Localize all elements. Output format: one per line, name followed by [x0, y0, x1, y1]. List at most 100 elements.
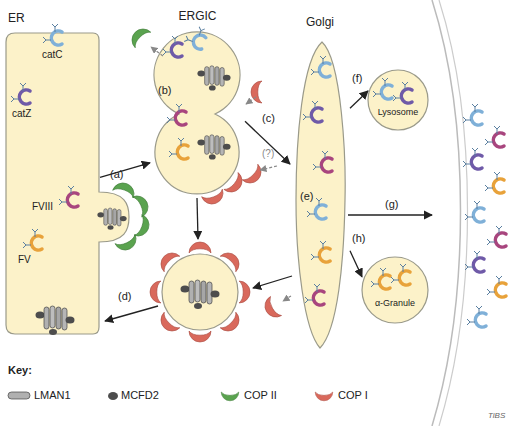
fviii-protein [59, 186, 78, 207]
fv-protein [487, 276, 506, 297]
copi-coat [224, 173, 247, 197]
catc-protein [467, 306, 486, 327]
uncoating-arrow [151, 47, 163, 56]
copi-coat [251, 81, 262, 103]
compartment-outline [362, 257, 428, 323]
legend-label: LMAN1 [34, 389, 71, 401]
retrograde-arrow [105, 306, 158, 321]
copi-icon [315, 392, 333, 401]
copi-coat [156, 248, 179, 271]
compartment: ERGIC [150, 30, 245, 196]
catz-protein [393, 82, 412, 103]
lman1-mcfd2-complex [181, 280, 220, 309]
step-letter: (c) [262, 112, 275, 124]
fviii-protein [485, 126, 504, 147]
copii-coat [132, 192, 151, 217]
fviii-protein [313, 151, 332, 172]
catc-protein [373, 78, 392, 99]
fv-protein [23, 229, 42, 250]
compartment-outline [5, 32, 100, 335]
catz-protein [163, 36, 182, 57]
compartment-label: Lysosome [368, 108, 428, 118]
fviii-protein [305, 284, 324, 305]
copii-coat [127, 24, 150, 47]
transport-arrow [350, 91, 368, 108]
plasma-membrane [439, 0, 468, 426]
compartment-label: ER [8, 12, 68, 25]
compartment-membrane [6, 33, 129, 334]
legend-label: MCFD2 [121, 389, 159, 401]
step-letter: (g) [385, 198, 398, 210]
copii-icon [221, 392, 239, 401]
legend-item: LMAN1 [34, 389, 71, 401]
compartment-outline [368, 70, 428, 130]
copi-coat [189, 242, 211, 253]
compartment-label: α-Granule [362, 299, 428, 309]
journal-watermark: TiBS [488, 412, 505, 421]
fv-protein [311, 241, 330, 262]
compartment: Golgi [290, 40, 350, 350]
legend-item: MCFD2 [121, 389, 159, 401]
compartment: Lysosome [368, 70, 428, 130]
coat-recruitment-arrow [246, 97, 256, 104]
legend-label: COP I [338, 389, 368, 401]
copi-coat [202, 189, 226, 207]
copi-coat [150, 281, 161, 303]
transport-arrow [350, 251, 362, 277]
legend-item: COP II [244, 389, 277, 401]
fv-protein [169, 138, 188, 159]
lman1-mcfd2-complex [197, 66, 230, 91]
plasma-membrane [432, 0, 461, 426]
step-letter: (f) [352, 72, 362, 84]
fv-protein [371, 268, 390, 289]
catc-protein [307, 198, 326, 219]
compartment-membrane [296, 42, 345, 348]
fviii-protein [487, 226, 506, 247]
copii-coat [113, 180, 137, 198]
catc-protein [465, 201, 484, 222]
transport-arrow [100, 163, 150, 178]
fv-protein [485, 172, 504, 193]
copi-coat [220, 312, 243, 335]
uncertainty-mark: (?) [262, 148, 274, 159]
fv-protein [391, 264, 410, 285]
catz-protein [465, 251, 484, 272]
catc-protein [311, 56, 330, 77]
copi-vesicle [162, 254, 238, 330]
lman1-icon [8, 392, 30, 399]
lman1-mcfd2-complex [97, 208, 126, 230]
copi-coat [242, 164, 265, 187]
coat-recruitment-arrow [283, 296, 291, 301]
compartment: α-Granule [362, 257, 428, 323]
catz-protein [463, 148, 482, 169]
fviii-protein [167, 104, 186, 125]
compartment: ER [5, 32, 100, 335]
compartment-label: Golgi [290, 16, 350, 29]
transport-arrow [245, 121, 290, 164]
copi-coat [156, 312, 179, 335]
catz-protein [11, 83, 30, 104]
catc-protein [463, 104, 482, 125]
compartment-outline [290, 40, 350, 350]
step-letter: (h) [352, 232, 365, 244]
budding-arrow [197, 198, 198, 239]
legend-label: COP II [244, 389, 277, 401]
copi-coat [261, 296, 282, 321]
catc-protein [184, 24, 209, 50]
compartment-label: ERGIC [150, 10, 245, 23]
catz-protein [303, 101, 322, 122]
step-letter: (d) [118, 290, 131, 302]
secretion-arrow [348, 214, 432, 215]
copii-coat [134, 215, 152, 239]
compartment-membrane [362, 257, 428, 323]
key-heading: Key: [8, 364, 32, 376]
copii-coat [115, 234, 140, 253]
mcfd2-icon [108, 392, 118, 400]
lman1-mcfd2-complex [36, 306, 75, 335]
retrograde-arrow [253, 276, 292, 288]
compartment-membrane [368, 70, 428, 130]
compartment-outline [150, 30, 245, 196]
uncertain-arrow [260, 166, 277, 170]
